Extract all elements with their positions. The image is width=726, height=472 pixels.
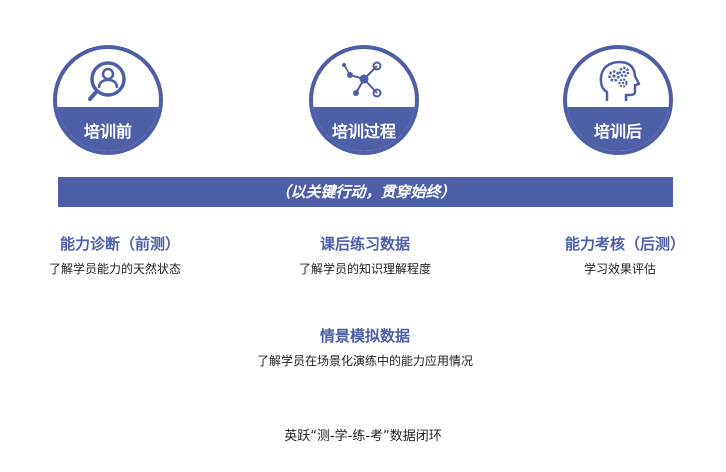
simulation-data-title: 情景模拟数据 — [319, 327, 410, 345]
practice-data-desc: 了解学员的知识理解程度 — [298, 262, 431, 276]
stage-band — [567, 107, 669, 151]
pre-test-title: 能力诊断（前测） — [59, 235, 180, 253]
pre-test-desc: 了解学员能力的天然状态 — [48, 262, 181, 276]
stage-before-circle: 培训前 — [53, 45, 163, 155]
network-nodes-icon — [342, 61, 382, 98]
simulation-data-desc: 了解学员在场景化演练中的能力应用情况 — [256, 354, 473, 368]
footer-caption: 英跃“测-学-练-考”数据闭环 — [284, 429, 442, 444]
head-gears-icon — [599, 60, 641, 101]
stage-process-label: 培训过程 — [331, 122, 396, 141]
post-test-title: 能力考核（后测） — [564, 235, 685, 253]
stage-before-label: 培训前 — [83, 122, 132, 141]
stage-after-circle: 培训后 — [563, 45, 673, 155]
stage-process-circle: 培训过程 — [309, 45, 419, 155]
person-magnifier-icon — [88, 61, 126, 101]
stage-band — [57, 107, 159, 151]
key-action-banner: （以关键行动，贯穿始终） — [58, 177, 673, 207]
stage-after-label: 培训后 — [593, 122, 642, 141]
stage-band — [313, 107, 415, 151]
practice-data-title: 课后练习数据 — [319, 235, 410, 253]
post-test-desc: 学习效果评估 — [583, 262, 656, 276]
